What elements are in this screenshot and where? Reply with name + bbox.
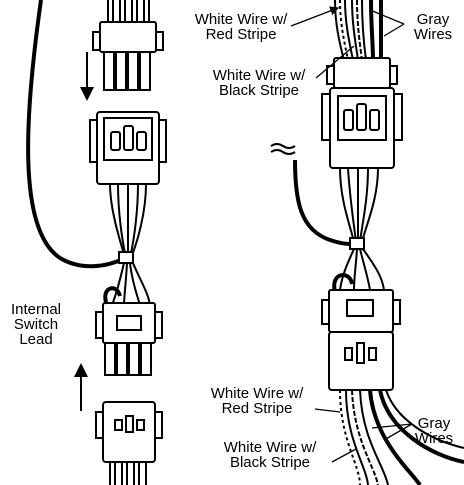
label-top-black-stripe-line1: White Wire w/	[212, 67, 306, 84]
left-lower-connector	[95, 302, 163, 376]
label-top-black-stripe: White Wire w/ Black Stripe	[194, 68, 324, 98]
left-lower-wires	[103, 262, 151, 306]
label-top-black-stripe-line2: Black Stripe	[218, 82, 300, 99]
label-top-red-stripe-line1: White Wire w/	[194, 11, 288, 28]
label-top-red-stripe: White Wire w/ Red Stripe	[180, 12, 302, 42]
right-lower-connector	[321, 289, 401, 391]
label-bottom-gray-wires: Gray Wires	[404, 416, 464, 446]
left-top-connector	[92, 21, 164, 91]
label-internal-switch-line1: Internal	[10, 301, 62, 318]
label-top-red-stripe-line2: Red Stripe	[205, 26, 277, 43]
label-top-gray-line2: Wires	[413, 26, 453, 43]
label-internal-switch-lead: Internal Switch Lead	[6, 302, 66, 347]
label-internal-switch-line2: Switch	[13, 316, 59, 333]
label-bottom-red-stripe-line2: Red Stripe	[221, 400, 293, 417]
right-top-wires	[334, 0, 383, 61]
label-bottom-red-stripe-line1: White Wire w/	[210, 385, 304, 402]
label-top-gray-line1: Gray	[416, 11, 450, 28]
left-cable-tie	[118, 251, 134, 264]
left-middle-connector	[89, 111, 167, 185]
label-bottom-gray-line2: Wires	[414, 430, 454, 447]
label-top-gray-wires: Gray Wires	[402, 12, 464, 42]
label-bottom-gray-line1: Gray	[417, 415, 451, 432]
left-bottom-wires	[109, 462, 147, 485]
left-top-wires	[107, 0, 150, 22]
leader-lines	[290, 6, 413, 463]
break-mark	[270, 143, 296, 155]
label-internal-switch-line3: Lead	[19, 331, 53, 348]
internal-switch-lead	[26, 0, 126, 269]
right-middle-wires	[339, 167, 379, 243]
right-bottom-wires	[339, 389, 464, 485]
label-bottom-black-stripe-line1: White Wire w/	[223, 439, 317, 456]
left-middle-wires	[109, 183, 147, 259]
right-cable-tie	[349, 237, 365, 250]
right-upper-connector	[321, 57, 403, 169]
right-switch-lead	[293, 159, 357, 247]
right-lower-wires	[332, 248, 385, 293]
label-bottom-black-stripe-line2: Black Stripe	[229, 454, 311, 471]
label-bottom-black-stripe: White Wire w/ Black Stripe	[206, 440, 334, 470]
left-bottom-connector	[95, 401, 163, 463]
label-bottom-red-stripe: White Wire w/ Red Stripe	[196, 386, 318, 416]
